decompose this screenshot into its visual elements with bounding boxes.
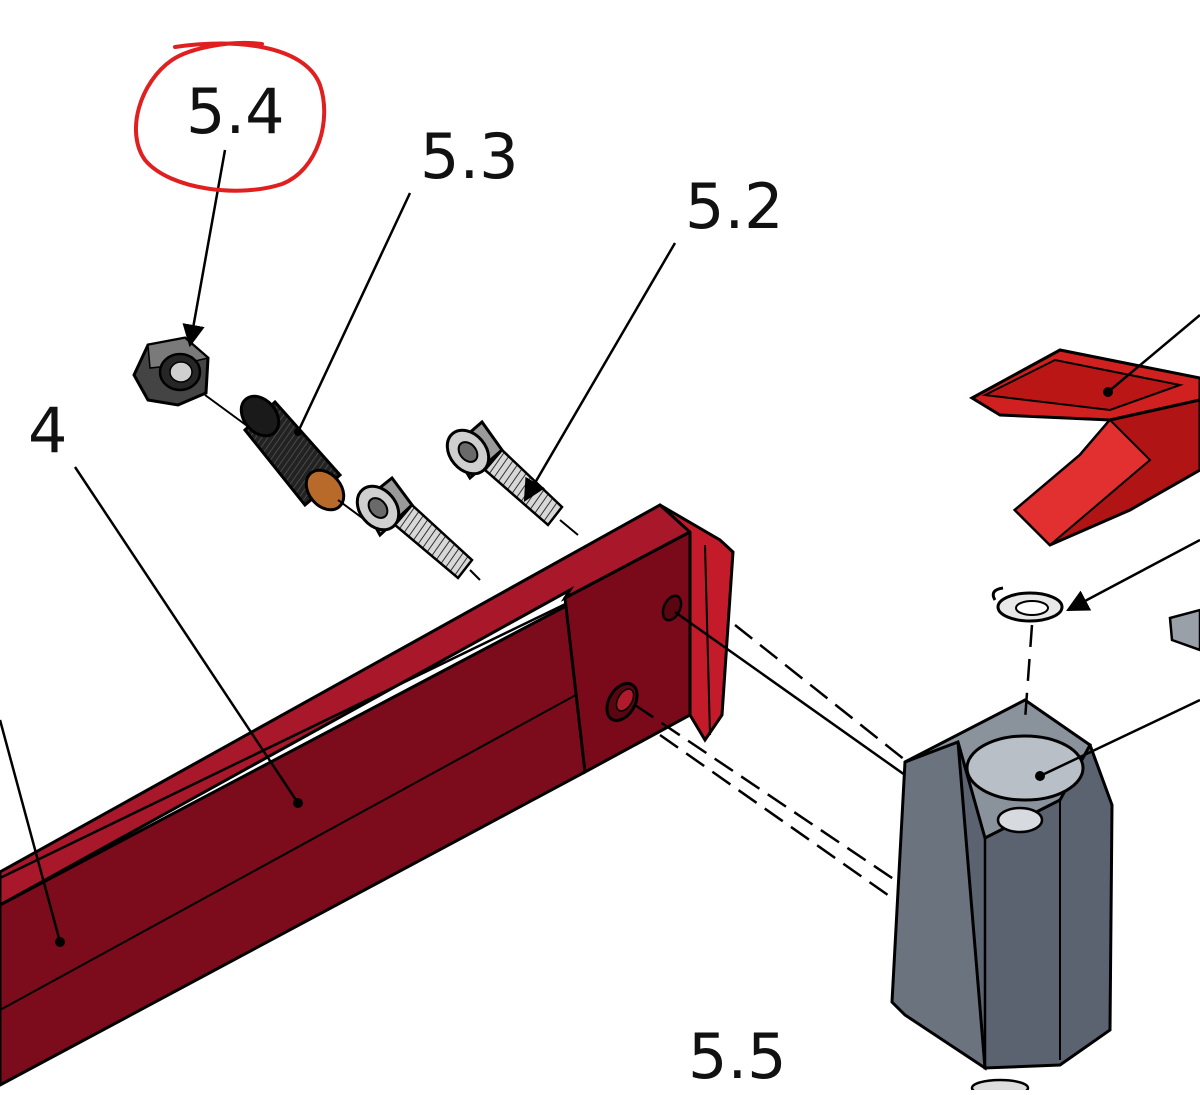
leader-5-3 (296, 192, 412, 433)
leader-5-2 (523, 242, 677, 502)
markup-circle (134, 40, 327, 193)
leader-cap (1107, 314, 1200, 393)
frame-groove-line (0, 595, 581, 880)
callout-4: 4 (28, 394, 67, 467)
threaded-insert-icon (239, 394, 346, 512)
frame-end-plate (658, 503, 735, 743)
gray-mount-block (890, 698, 1114, 1071)
red-cap-part (968, 348, 1200, 547)
washer-icon (991, 586, 1064, 623)
leader-lines (0, 149, 1200, 943)
assembly-lines (204, 394, 1034, 902)
block-bore (965, 734, 1085, 802)
leader-block (1039, 698, 1200, 778)
cap-screw-icon (445, 419, 564, 527)
pin-part (1168, 608, 1200, 652)
leader-washer (1066, 538, 1200, 612)
leader-4-b (0, 719, 62, 943)
washer-icon (970, 1078, 1030, 1095)
callout-5-3: 5.3 (420, 120, 519, 193)
callout-5-4: 5.4 (186, 75, 285, 148)
leader-4-a (73, 466, 300, 804)
hex-nut-icon (132, 336, 210, 407)
cap-screw-icon (355, 475, 474, 580)
frame-edge-line (0, 689, 586, 1011)
callout-5-2: 5.2 (685, 170, 784, 243)
leader-5-4 (182, 149, 227, 348)
frame-rail (0, 503, 735, 1087)
callout-5-5: 5.5 (688, 1020, 787, 1090)
